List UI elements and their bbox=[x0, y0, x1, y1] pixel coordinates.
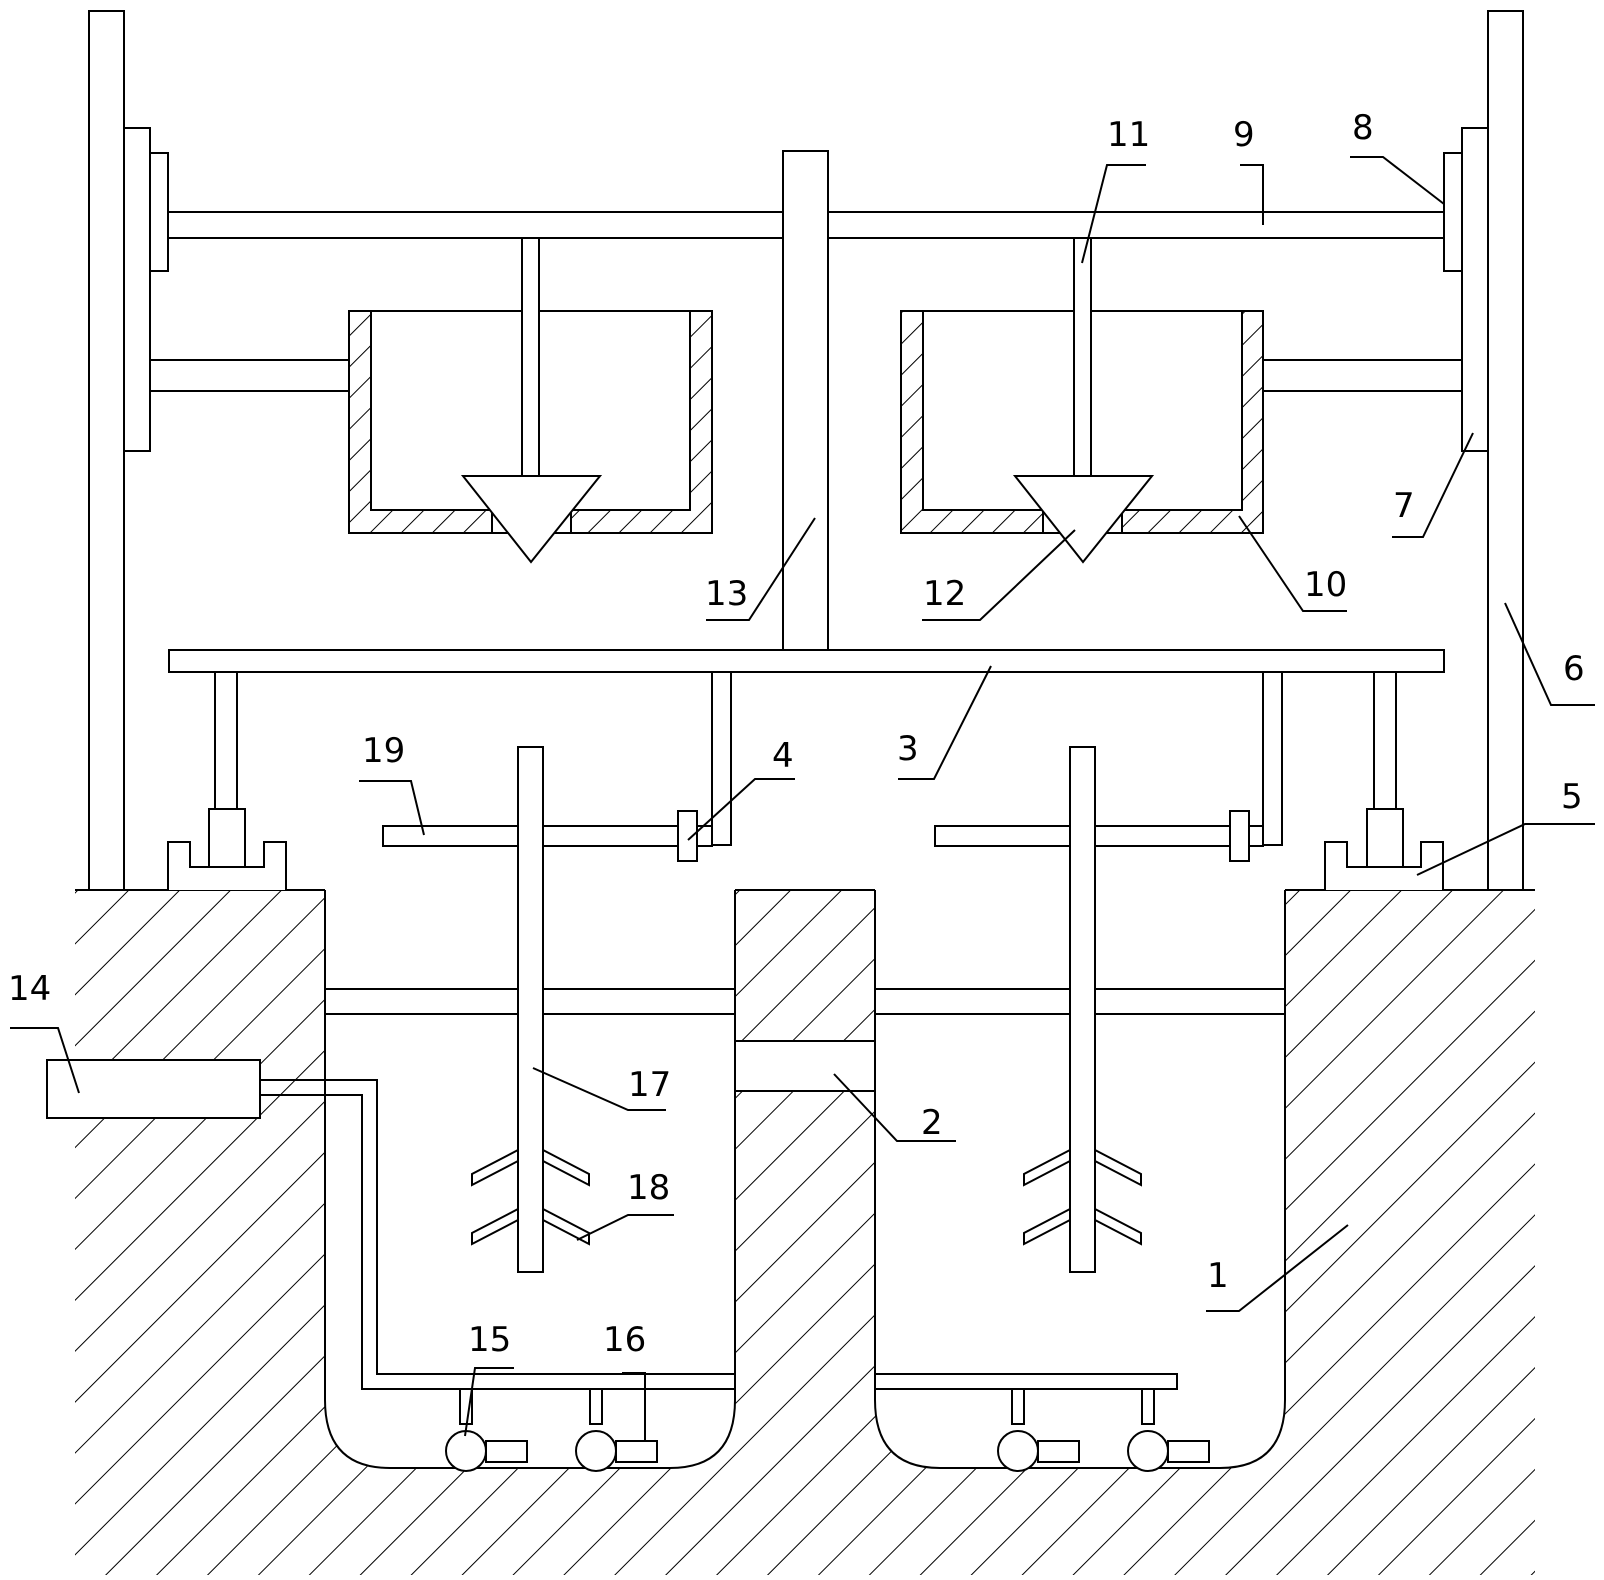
label-4: 4 bbox=[772, 736, 794, 776]
leader-18 bbox=[576, 1214, 674, 1241]
label-1: 1 bbox=[1207, 1256, 1229, 1296]
support-cylinders bbox=[167, 671, 1444, 890]
hangers bbox=[711, 672, 1283, 846]
label-10: 10 bbox=[1304, 565, 1347, 605]
leader-1 bbox=[1206, 1224, 1349, 1312]
sliders bbox=[123, 127, 1489, 452]
label-3: 3 bbox=[897, 729, 919, 769]
stir-arms bbox=[382, 810, 1264, 862]
label-17: 17 bbox=[628, 1065, 671, 1105]
leader-5 bbox=[1416, 823, 1595, 876]
leader-17 bbox=[532, 1067, 666, 1111]
central-column bbox=[782, 150, 829, 651]
leader-13 bbox=[706, 517, 816, 621]
label-14: 14 bbox=[8, 969, 51, 1009]
leader-lines bbox=[10, 156, 1595, 1440]
label-12: 12 bbox=[923, 574, 966, 614]
aerators bbox=[445, 1388, 1210, 1472]
label-18: 18 bbox=[627, 1168, 670, 1208]
label-8: 8 bbox=[1352, 108, 1374, 148]
connecting-channel bbox=[734, 1040, 876, 1092]
leader-12 bbox=[922, 529, 1076, 621]
label-16: 16 bbox=[603, 1320, 646, 1360]
leader-2 bbox=[833, 1073, 956, 1142]
label-11: 11 bbox=[1107, 115, 1150, 155]
label-5: 5 bbox=[1561, 777, 1583, 817]
leader-11 bbox=[1081, 164, 1146, 264]
leader-10 bbox=[1238, 515, 1347, 612]
rods-and-cones bbox=[460, 237, 1155, 564]
leader-16 bbox=[622, 1372, 646, 1440]
pump-and-pipes bbox=[46, 1059, 1178, 1390]
lower-crossbar bbox=[168, 649, 1445, 673]
label-2: 2 bbox=[921, 1103, 943, 1143]
leader-4 bbox=[687, 778, 795, 841]
leader-14 bbox=[10, 1027, 80, 1094]
leader-8 bbox=[1350, 156, 1445, 205]
label-7: 7 bbox=[1393, 486, 1415, 526]
stir-shafts bbox=[517, 746, 1096, 1273]
leader-9 bbox=[1240, 164, 1264, 225]
leader-3 bbox=[898, 665, 992, 780]
side-posts bbox=[88, 10, 1524, 891]
label-13: 13 bbox=[705, 574, 748, 614]
stir-blades bbox=[471, 1149, 1142, 1246]
leader-6 bbox=[1504, 602, 1595, 706]
label-19: 19 bbox=[362, 731, 405, 771]
leader-15 bbox=[464, 1367, 514, 1437]
ground-body bbox=[75, 889, 1535, 1575]
leader-19 bbox=[359, 780, 425, 836]
leader-7 bbox=[1392, 432, 1474, 538]
label-6: 6 bbox=[1563, 649, 1585, 689]
label-9: 9 bbox=[1233, 115, 1255, 155]
label-15: 15 bbox=[468, 1320, 511, 1360]
labels: 1 2 3 4 5 6 7 8 9 10 11 12 13 14 15 16 1… bbox=[8, 108, 1585, 1360]
